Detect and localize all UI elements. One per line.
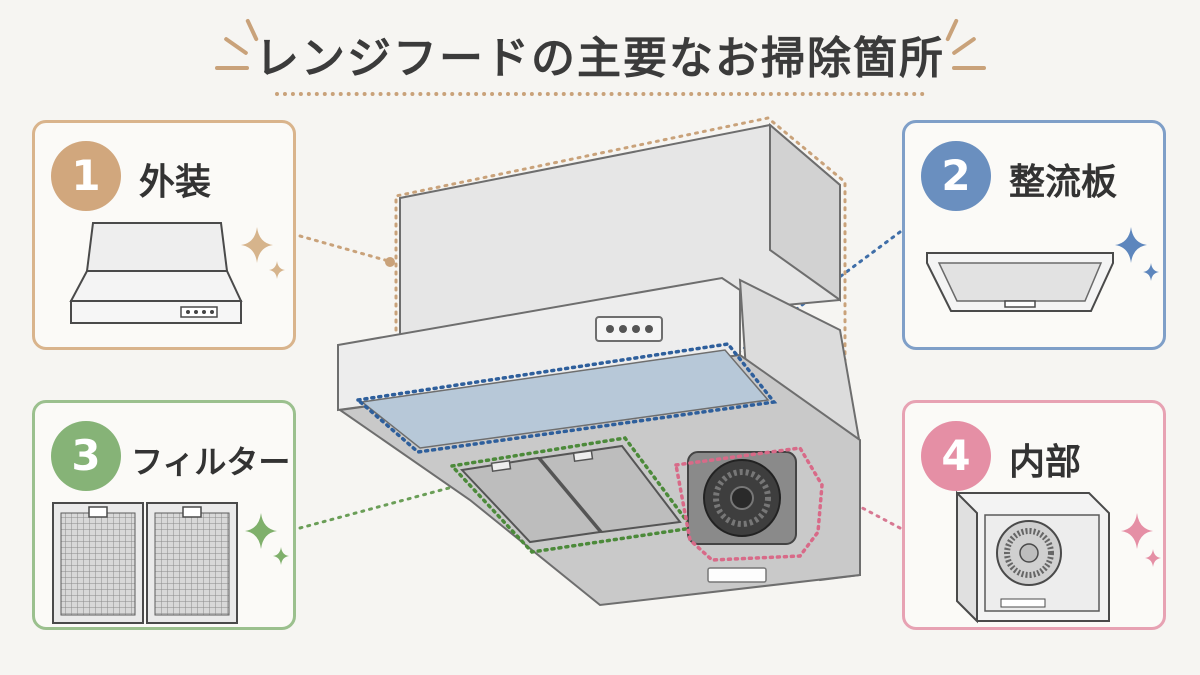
connector-line-3 bbox=[298, 483, 462, 530]
title-area: レンジフードの主要なお掃除箇所 bbox=[0, 22, 1200, 86]
number-badge-1: 1 bbox=[51, 141, 121, 211]
hood-canopy-front bbox=[337, 276, 741, 412]
card-interior: 4 内部 bbox=[902, 400, 1166, 630]
card-label-baffle-plate: 整流板 bbox=[1009, 162, 1118, 203]
exterior-highlight-outline bbox=[394, 116, 847, 472]
hood-light bbox=[707, 567, 767, 583]
filter-right bbox=[538, 444, 682, 534]
card-exterior: 1 外装 bbox=[32, 120, 296, 350]
title-sparkle-right-1 bbox=[952, 66, 986, 70]
fan-highlight bbox=[673, 446, 824, 562]
title-underline bbox=[275, 92, 925, 96]
baffle-plate-highlight bbox=[353, 342, 778, 454]
card-filter: 3 フィルター bbox=[32, 400, 296, 630]
hood-upper-side bbox=[769, 122, 841, 302]
number-badge-2: 2 bbox=[921, 141, 991, 211]
filter-left bbox=[459, 456, 602, 544]
page-title: レンジフードの主要なお掃除箇所 bbox=[255, 33, 945, 84]
number-badge-3: 3 bbox=[51, 421, 121, 491]
card-baffle-plate: 2 整流板 bbox=[902, 120, 1166, 350]
connector-dot-1 bbox=[385, 257, 395, 267]
connector-line-1 bbox=[298, 234, 394, 264]
fan-interior-icon bbox=[956, 490, 1161, 624]
number-badge-4: 4 bbox=[921, 421, 991, 491]
card-label-interior: 内部 bbox=[1009, 442, 1082, 483]
baffle-plate-icon bbox=[926, 227, 1159, 312]
card-label-exterior: 外装 bbox=[139, 162, 212, 203]
range-hood-exterior-icon bbox=[69, 222, 285, 324]
control-panel bbox=[595, 316, 663, 342]
title-sparkle-left-1 bbox=[215, 66, 249, 70]
card-label-filter: フィルター bbox=[131, 443, 291, 481]
grease-filter-icon bbox=[52, 502, 289, 624]
baffle-plate bbox=[360, 349, 770, 449]
